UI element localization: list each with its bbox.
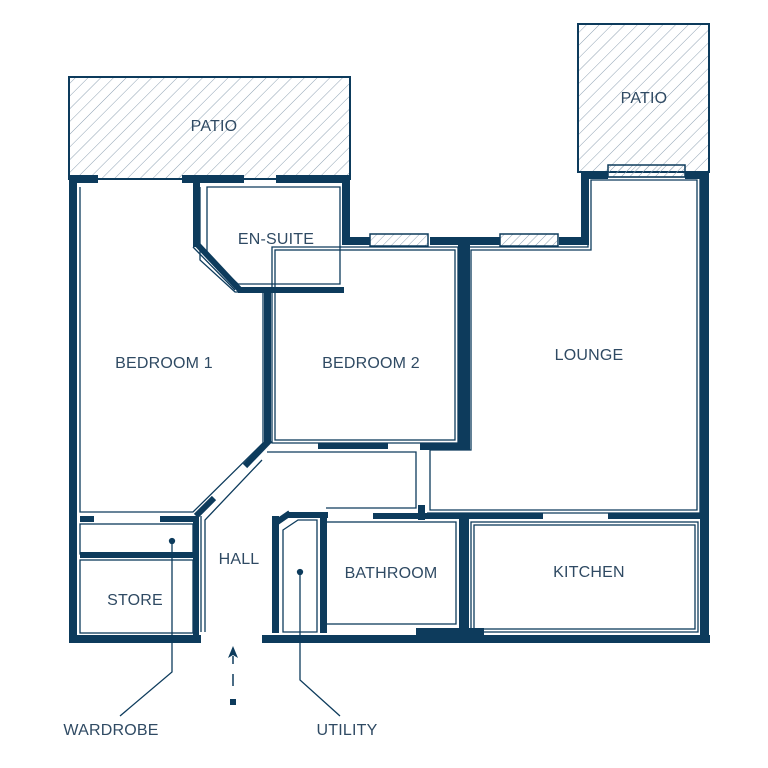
patio-right	[577, 23, 710, 173]
bedroom-1-label: BEDROOM 1	[115, 355, 213, 372]
store-label: STORE	[107, 592, 163, 609]
patio-left-label: PATIO	[191, 118, 238, 135]
wardrobe-callout-line	[119, 537, 176, 717]
walls	[69, 172, 710, 643]
entrance-arrow-icon	[228, 646, 238, 705]
bathroom-label: BATHROOM	[345, 565, 438, 582]
utility-callout-label: UTILITY	[317, 722, 378, 739]
utility-callout-line	[296, 568, 341, 717]
wardrobe-callout-label: WARDROBE	[63, 722, 158, 739]
patio-right-label: PATIO	[621, 90, 668, 107]
kitchen-label: KITCHEN	[553, 564, 625, 581]
patio-left	[68, 76, 351, 180]
en-suite-label: EN-SUITE	[238, 231, 314, 248]
windows	[369, 164, 686, 247]
lounge-label: LOUNGE	[555, 347, 624, 364]
diagonal-walls	[193, 240, 292, 525]
hall-label: HALL	[219, 551, 260, 568]
bedroom-2-label: BEDROOM 2	[322, 355, 420, 372]
